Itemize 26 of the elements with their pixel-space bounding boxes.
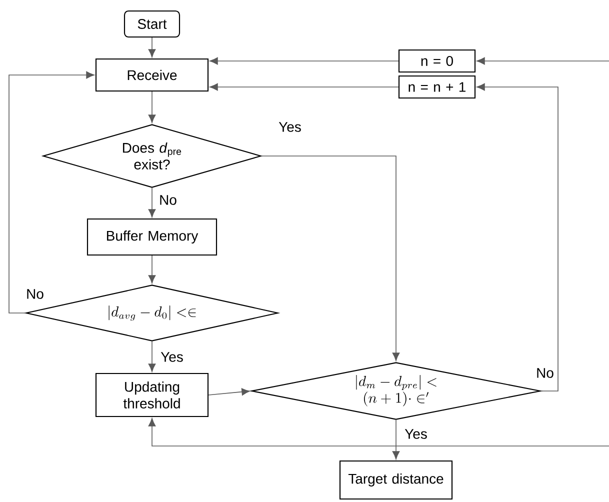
arrow [8,71,94,314]
process-box: n = 0 [398,49,476,73]
arrow [148,91,156,123]
arrow [148,341,156,372]
arrow [210,83,399,91]
arrow [261,156,400,361]
edge-label: No [24,288,46,300]
arrow [148,188,156,218]
edge-label: Yes [159,350,185,364]
process-box: Target distance [339,460,453,500]
arrow [148,255,156,284]
process-box: n = n + 1 [398,75,476,99]
arrow [476,83,558,392]
arrow [476,57,609,65]
edge-label: No [158,194,178,206]
arrow [208,388,250,396]
process-box: Receive [95,58,209,92]
edge-label: Yes [277,120,303,134]
process-box: Updating threshold [95,372,209,418]
arrow [148,37,156,58]
edge-label: Yes [403,428,429,440]
arrow [210,57,399,65]
arrow [392,420,400,460]
process-box: Buffer Memory [86,218,218,256]
start-box: Start [124,10,180,38]
arrow [148,418,609,446]
